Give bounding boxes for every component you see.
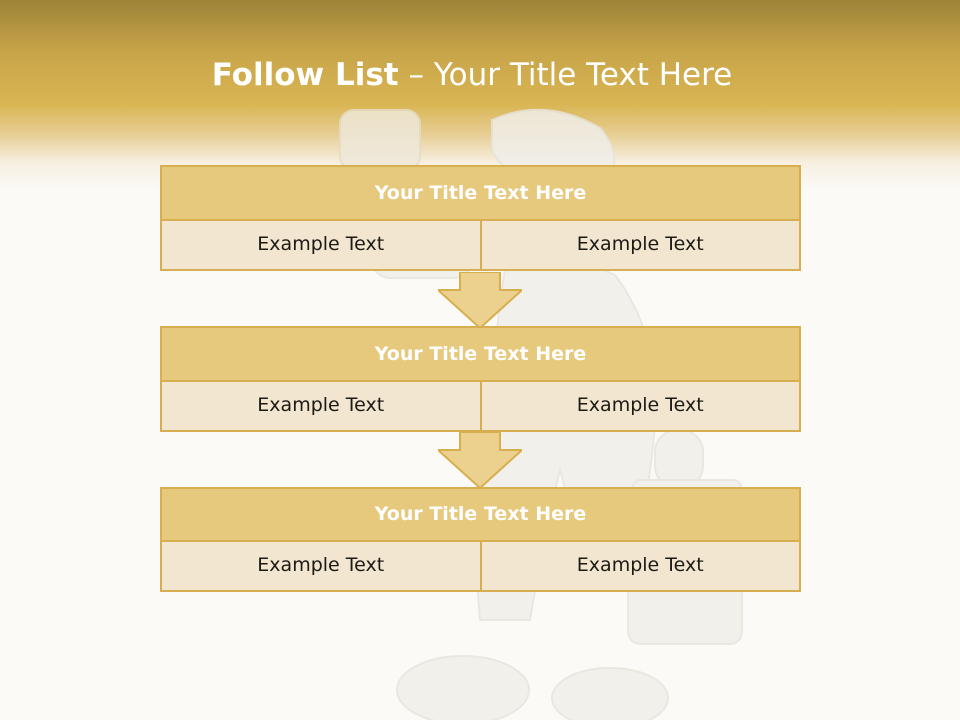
header-band bbox=[0, 0, 960, 190]
block-row: Example Text Example Text bbox=[160, 382, 801, 432]
slide-title-rest: – Your Title Text Here bbox=[398, 57, 733, 93]
block-cell-right: Example Text bbox=[481, 221, 801, 271]
block-cell-right: Example Text bbox=[481, 382, 801, 432]
down-arrow-icon bbox=[438, 432, 522, 488]
block-cell-left: Example Text bbox=[160, 221, 482, 271]
block-row: Example Text Example Text bbox=[160, 542, 801, 592]
block-cell-left: Example Text bbox=[160, 382, 482, 432]
block-title: Your Title Text Here bbox=[160, 326, 801, 382]
slide-title: Follow List – Your Title Text Here bbox=[0, 52, 944, 98]
list-block-1: Your Title Text Here Example Text Exampl… bbox=[160, 165, 801, 271]
block-title: Your Title Text Here bbox=[160, 487, 801, 542]
block-cell-right: Example Text bbox=[481, 542, 801, 592]
list-block-3: Your Title Text Here Example Text Exampl… bbox=[160, 487, 801, 592]
block-title: Your Title Text Here bbox=[160, 165, 801, 221]
list-block-2: Your Title Text Here Example Text Exampl… bbox=[160, 326, 801, 432]
block-row: Example Text Example Text bbox=[160, 221, 801, 271]
down-arrow-icon bbox=[438, 272, 522, 328]
block-cell-left: Example Text bbox=[160, 542, 482, 592]
slide-title-bold: Follow List bbox=[211, 57, 399, 93]
